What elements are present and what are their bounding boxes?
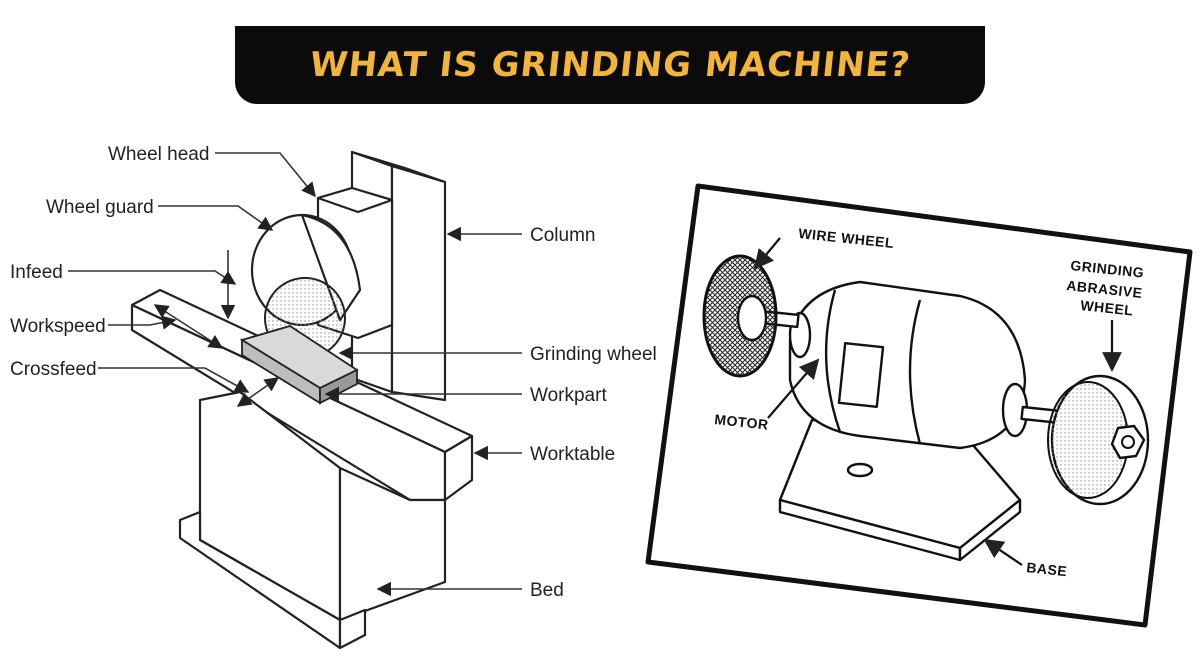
label-worktable: Worktable [530, 444, 615, 465]
label-grinding-line3: WHEEL [1080, 297, 1134, 318]
workspeed-leader [108, 315, 177, 330]
label-column: Column [530, 225, 595, 246]
bench-grinder-diagram: WIRE WHEEL GRINDING ABRASIVE WHEEL MOTOR… [645, 183, 1193, 628]
bed-part [178, 390, 447, 650]
wheel-head-leader [215, 152, 316, 198]
label-base: BASE [1026, 559, 1068, 579]
crossfeed-arrow [236, 377, 280, 407]
label-infeed: Infeed [10, 262, 63, 283]
base-part [778, 418, 1022, 562]
grinding-abrasive-wheel-part [1047, 374, 1150, 506]
workspeed-arrow [153, 304, 224, 349]
base-leader [983, 538, 1023, 566]
wheel-guard-leader [158, 205, 274, 231]
label-wheel-head: Wheel head [108, 144, 209, 165]
wire-wheel-leader [753, 237, 781, 270]
label-motor: MOTOR [714, 411, 770, 433]
label-workspeed: Workspeed [10, 316, 106, 337]
wheel-guard-side [300, 213, 362, 322]
motor-leader [767, 358, 820, 419]
label-crossfeed: Crossfeed [10, 359, 97, 380]
label-wheel-guard: Wheel guard [46, 197, 154, 218]
wire-wheel-part [702, 254, 778, 378]
label-grinding-wheel: Grinding wheel [530, 344, 657, 365]
surface-grinder-diagram: Wheel head Wheel guard Infeed Workspeed … [10, 144, 657, 650]
label-grinding-line1: GRINDING [1070, 257, 1145, 281]
motor-part [788, 280, 1029, 450]
infeed-leader [68, 270, 237, 285]
crossfeed-leader [98, 367, 250, 393]
label-grinding-line2: ABRASIVE [1066, 277, 1144, 301]
label-workpart: Workpart [530, 385, 607, 406]
label-bed: Bed [530, 580, 564, 601]
title-banner: WHAT IS GRINDING MACHINE? [235, 26, 985, 104]
